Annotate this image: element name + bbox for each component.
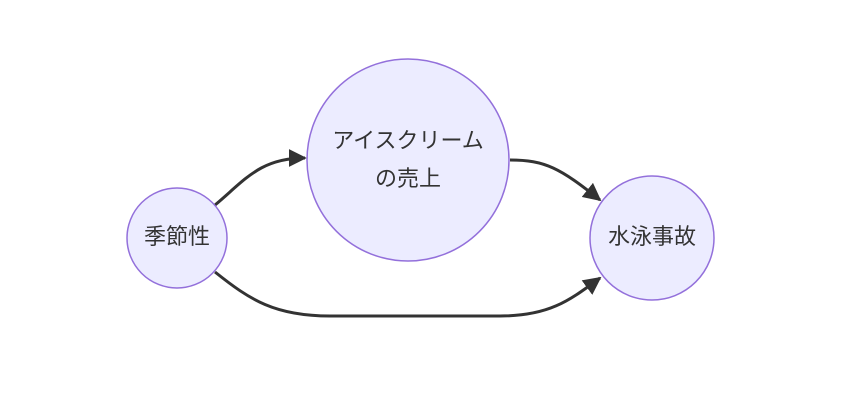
node-swimming-accidents[interactable]: 水泳事故 [589, 175, 715, 301]
node-icecream-sales[interactable]: アイスクリーム の売上 [306, 58, 510, 262]
node-season[interactable]: 季節性 [126, 187, 228, 289]
node-season-label: 季節性 [144, 225, 210, 250]
edge-season-to-icecream [214, 149, 307, 207]
node-icecream-label-line1: アイスクリーム [332, 129, 484, 154]
node-swimming-label: 水泳事故 [608, 225, 696, 250]
edge-season-to-swimming [214, 270, 602, 318]
node-icecream-label-line2: の売上 [375, 167, 441, 192]
edge-icecream-to-swimming [509, 158, 602, 202]
